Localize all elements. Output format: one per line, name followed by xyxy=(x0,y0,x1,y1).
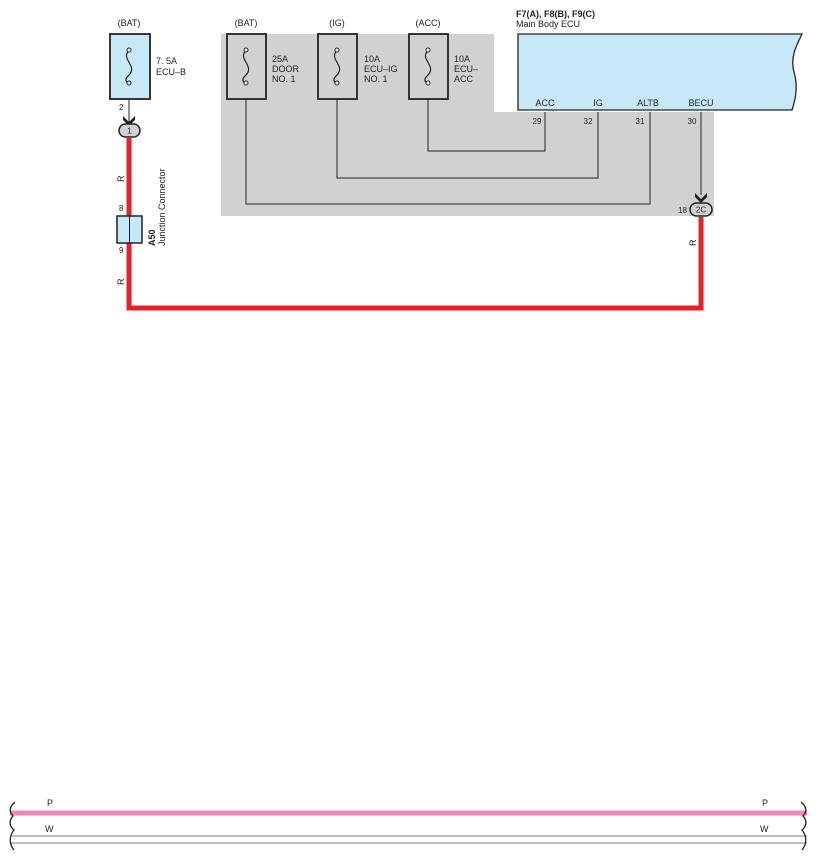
wire-color-left-bottom: R xyxy=(116,278,126,285)
junction-1 xyxy=(118,123,141,138)
junction-connector-id: A50 xyxy=(147,229,157,246)
ecu-pin-acc: 29 xyxy=(533,117,542,126)
junction-2c xyxy=(689,202,713,217)
fuse-ecu-ig-supply: (IG) xyxy=(329,18,345,28)
wire-acc-to-acc xyxy=(427,98,546,152)
fuse-door-name-2: NO. 1 xyxy=(272,74,296,84)
fuse-door xyxy=(226,33,267,100)
junction-1-label: 1 xyxy=(127,127,132,136)
right-brace xyxy=(800,801,807,851)
junction-2c-label: 2C xyxy=(696,206,706,215)
bottom-wire-p-right: P xyxy=(762,798,768,808)
wire-color-left-top: R xyxy=(116,175,126,182)
ecu-pin-becu: 30 xyxy=(688,117,697,126)
junction-2c-arrow xyxy=(695,193,707,203)
red-wire-loop xyxy=(126,217,704,311)
ecu-terminal-ig: IG xyxy=(593,98,603,108)
bottom-wire-bar xyxy=(9,801,807,851)
fuse-ecu-acc-name-2: ACC xyxy=(454,74,474,84)
fuse-ecu-ig xyxy=(317,33,358,100)
fuse-ecu-b-name: ECU–B xyxy=(156,67,186,77)
fuse-ecu-acc-rating: 10A xyxy=(454,54,470,64)
fuse-ecu-ig-rating: 10A xyxy=(364,54,380,64)
fuse-ecu-b-rating: 7. 5A xyxy=(156,56,177,66)
junction-2c-pin: 18 xyxy=(678,206,687,215)
junction-connector-name: Junction Connector xyxy=(157,168,167,246)
fuse-ecu-acc-name-1: ECU– xyxy=(454,64,478,74)
fuse-door-name-1: DOOR xyxy=(272,64,300,74)
fuse-ecu-acc xyxy=(408,33,449,100)
wire-color-right: R xyxy=(688,239,698,246)
fuse-ecu-b xyxy=(109,33,151,100)
fuse-ecu-ig-name-2: NO. 1 xyxy=(364,74,388,84)
ecu-pin-altb: 31 xyxy=(636,117,645,126)
junction-connector-pin-out: 9 xyxy=(119,246,124,255)
ecu-connectors-label: F7(A), F8(B), F9(C) xyxy=(516,9,595,19)
internal-wires xyxy=(245,98,702,205)
left-brace xyxy=(9,801,16,851)
fuse-ecu-b-supply: (BAT) xyxy=(118,18,141,28)
ecu-name-label: Main Body ECU xyxy=(516,19,580,29)
fuse-door-supply: (BAT) xyxy=(235,18,258,28)
ecu-terminal-becu: BECU xyxy=(688,98,713,108)
fuse-ecu-acc-supply: (ACC) xyxy=(416,18,441,28)
bottom-wire-p-left: P xyxy=(47,798,53,808)
fuse-door-rating: 25A xyxy=(272,54,288,64)
wire-door-to-altb xyxy=(245,98,651,205)
junction-connector-pin-in: 8 xyxy=(119,204,124,213)
ecu-terminal-acc: ACC xyxy=(535,98,555,108)
wire-ig-to-ig xyxy=(336,98,599,179)
fuse-ecu-b-pin: 2 xyxy=(119,103,124,112)
ecu-terminal-altb: ALTB xyxy=(637,98,659,108)
main-body-ecu-box xyxy=(517,33,804,111)
bottom-wire-w-right: W xyxy=(760,824,769,834)
fuse-ecu-ig-name-1: ECU–IG xyxy=(364,64,398,74)
bottom-wire-w-left: W xyxy=(45,824,54,834)
ecu-pin-ig: 32 xyxy=(584,117,593,126)
